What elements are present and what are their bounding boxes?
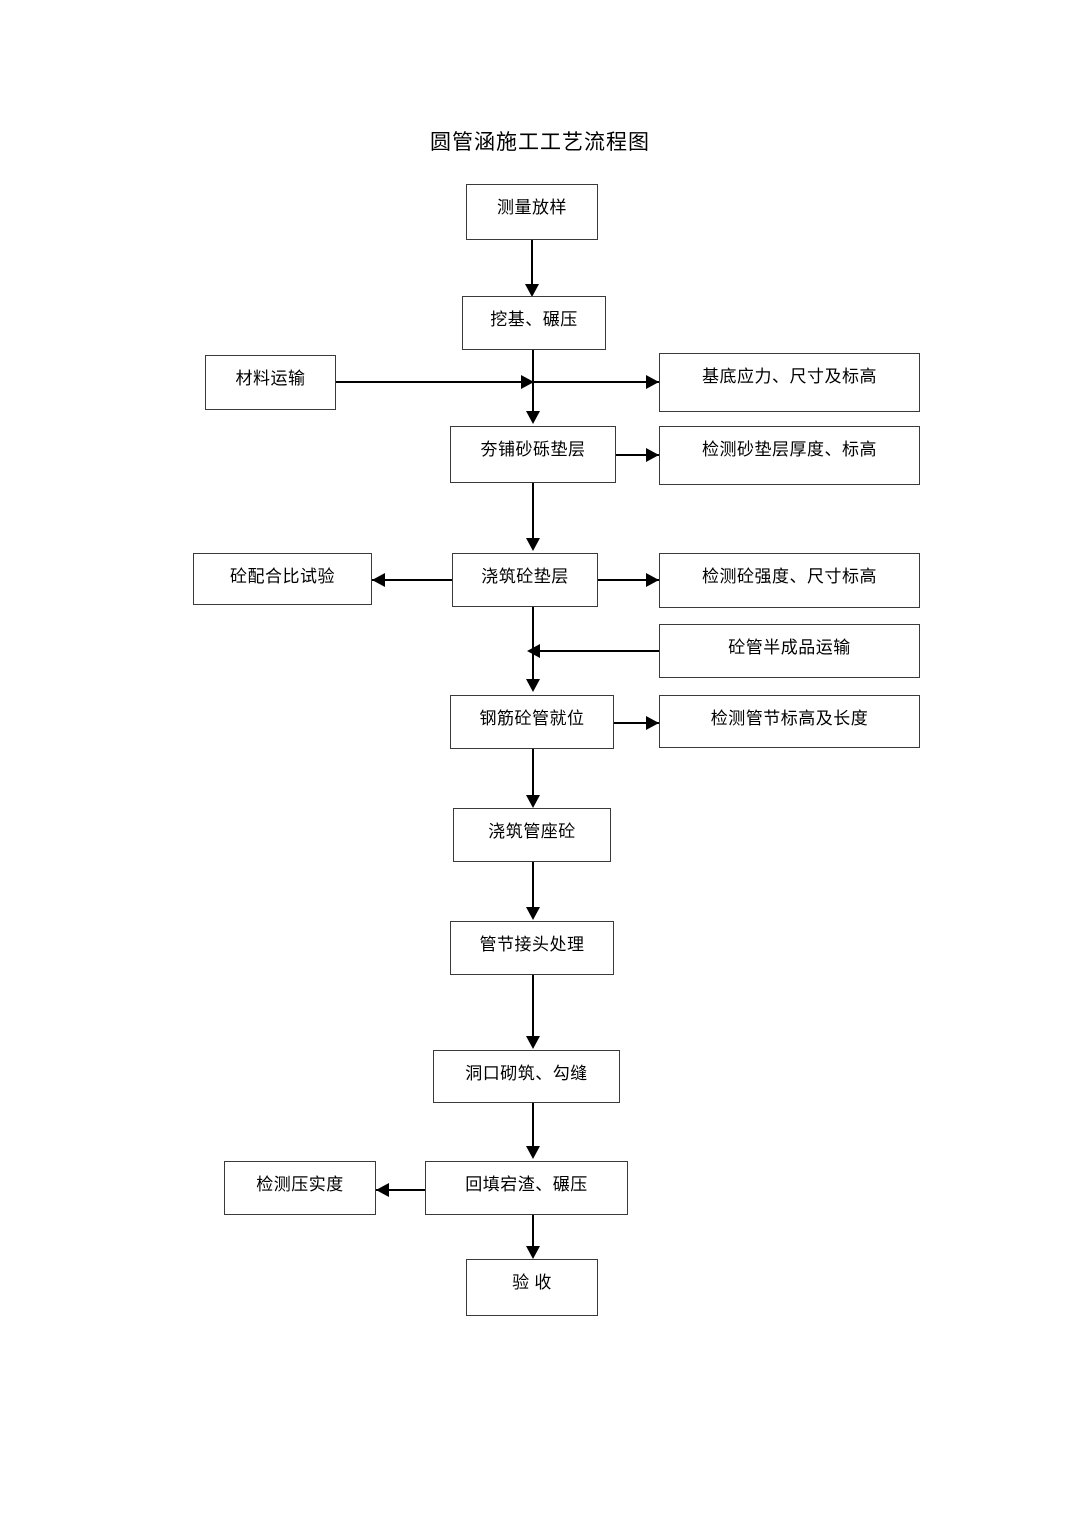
edge-arrowhead-n8-n11 xyxy=(526,679,540,692)
edge-arrowhead-n1-n2 xyxy=(525,284,539,297)
edge-line-n8-n9 xyxy=(598,579,659,581)
flow-node-acceptance[interactable]: 验 收 xyxy=(466,1259,598,1316)
flow-node-label: 检测压实度 xyxy=(256,1175,344,1194)
flow-node-check-concrete-strength-dimension-elevation[interactable]: 检测砼强度、尺寸标高 xyxy=(659,553,920,608)
edge-arrowhead-n10-trunk xyxy=(527,644,540,658)
flow-node-check-sand-cushion-thickness-elevation[interactable]: 检测砂垫层厚度、标高 xyxy=(659,426,920,485)
flow-node-label: 回填宕渣、碾压 xyxy=(465,1175,588,1194)
flow-node-reinforced-concrete-pipe-placement[interactable]: 钢筋砼管就位 xyxy=(450,695,614,749)
flow-node-check-pipe-elevation-length[interactable]: 检测管节标高及长度 xyxy=(659,695,920,748)
flow-node-label: 浇筑管座砼 xyxy=(488,822,576,841)
flow-node-backfill-rockfill-compaction[interactable]: 回填宕渣、碾压 xyxy=(425,1161,628,1215)
flow-node-label: 浇筑砼垫层 xyxy=(481,567,569,586)
edge-line-n10-n11 xyxy=(533,650,659,652)
flow-node-subgrade-stress-dimension-elevation[interactable]: 基底应力、尺寸及标高 xyxy=(659,353,920,412)
edge-arrowhead-n13-n14 xyxy=(526,907,540,920)
flow-node-pipe-joint-treatment[interactable]: 管节接头处理 xyxy=(450,921,614,975)
edge-line-n13-n14 xyxy=(532,862,534,910)
edge-line-n14-n15 xyxy=(532,975,534,1039)
edge-line-n3-n4 xyxy=(336,381,659,383)
edge-arrowhead-n17-n16 xyxy=(376,1183,389,1197)
flow-node-check-compaction-degree[interactable]: 检测压实度 xyxy=(224,1161,376,1215)
edge-line-n8-n7 xyxy=(372,579,452,581)
edge-arrowhead-n3-n4 xyxy=(646,375,659,389)
flow-node-label: 检测砼强度、尺寸标高 xyxy=(702,567,877,586)
flow-node-label: 夯铺砂砾垫层 xyxy=(480,440,586,459)
edge-arrowhead-n2-n5 xyxy=(526,411,540,424)
edge-arrowhead-n8-n7 xyxy=(372,573,385,587)
flow-node-label: 砼配合比试验 xyxy=(230,567,335,586)
flow-node-pour-pipe-base-concrete[interactable]: 浇筑管座砼 xyxy=(453,808,611,862)
flow-node-label: 检测砂垫层厚度、标高 xyxy=(702,440,877,459)
edge-arrowhead-n5-n6 xyxy=(646,448,659,462)
page-title: 圆管涵施工工艺流程图 xyxy=(430,130,650,154)
flow-node-material-transport[interactable]: 材料运输 xyxy=(205,355,336,410)
edge-line-n15-n17 xyxy=(532,1103,534,1149)
flow-node-label: 钢筋砼管就位 xyxy=(479,709,585,728)
flow-node-label: 基底应力、尺寸及标高 xyxy=(702,367,877,386)
flow-node-concrete-mix-test[interactable]: 砼配合比试验 xyxy=(193,553,372,605)
edge-line-n1-n2 xyxy=(531,240,533,287)
flow-node-label: 检测管节标高及长度 xyxy=(710,709,869,728)
edge-line-n11-n13 xyxy=(532,749,534,797)
flow-node-label: 验 收 xyxy=(512,1273,552,1292)
edge-line-n11-n12 xyxy=(614,722,659,724)
edge-arrowhead-n11-n12 xyxy=(646,716,659,730)
edge-line-n17-n18 xyxy=(532,1215,534,1249)
edge-arrowhead-n3-trunk xyxy=(521,375,534,389)
flow-node-label: 洞口砌筑、勾缝 xyxy=(465,1064,588,1083)
flow-node-label: 管节接头处理 xyxy=(479,935,585,954)
edge-line-n5-n6 xyxy=(616,454,659,456)
edge-arrowhead-n15-n17 xyxy=(526,1146,540,1159)
flow-node-label: 砼管半成品运输 xyxy=(728,638,851,657)
flow-node-opening-masonry-pointing[interactable]: 洞口砌筑、勾缝 xyxy=(433,1050,620,1103)
edge-line-n5-n8 xyxy=(532,483,534,543)
flow-node-sand-gravel-cushion[interactable]: 夯铺砂砾垫层 xyxy=(450,426,616,483)
flow-node-measurement-setout[interactable]: 测量放样 xyxy=(466,184,598,240)
edge-arrowhead-n5-n8 xyxy=(526,538,540,551)
edge-arrowhead-n11-n13 xyxy=(526,795,540,808)
edge-arrowhead-n14-n15 xyxy=(526,1036,540,1049)
edge-line-n17-n16 xyxy=(376,1189,425,1191)
flow-node-label: 材料运输 xyxy=(235,369,306,388)
edge-arrowhead-n8-n9 xyxy=(646,573,659,587)
flow-node-concrete-pipe-semifinished-transport[interactable]: 砼管半成品运输 xyxy=(659,624,920,678)
flow-node-label: 挖基、碾压 xyxy=(490,310,578,329)
edge-arrowhead-n17-n18 xyxy=(526,1246,540,1259)
flow-node-label: 测量放样 xyxy=(497,198,567,217)
flow-node-excavation-compaction[interactable]: 挖基、碾压 xyxy=(462,296,606,350)
flow-node-pour-concrete-cushion[interactable]: 浇筑砼垫层 xyxy=(452,553,598,607)
